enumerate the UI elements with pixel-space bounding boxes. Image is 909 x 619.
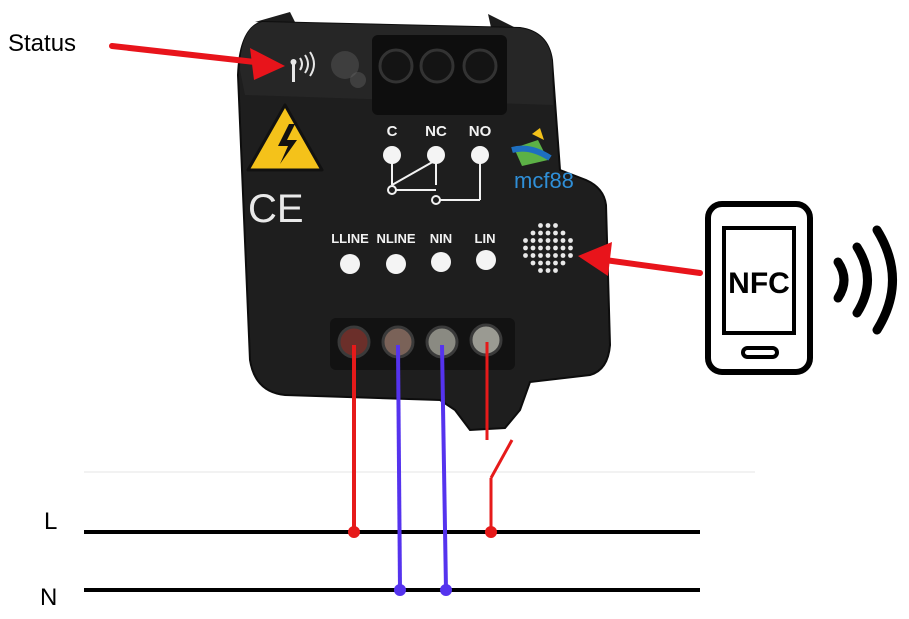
status-callout-label: Status	[8, 30, 77, 57]
junction-n-line	[394, 584, 406, 596]
nfc-antenna-dot	[523, 253, 528, 258]
nfc-antenna-dot	[538, 260, 543, 266]
nfc-antenna-dot	[545, 268, 551, 273]
external-switch-icon	[489, 439, 514, 479]
nfc-antenna-dot	[553, 260, 558, 266]
terminal-nline-label: NLINE	[377, 231, 416, 246]
terminal-nin-label: NIN	[430, 231, 452, 246]
nfc-antenna-dot	[553, 223, 558, 228]
nfc-antenna-dot	[530, 245, 536, 251]
nfc-antenna-dot	[553, 230, 558, 236]
nfc-antenna-dot	[538, 268, 543, 273]
nfc-antenna-dot	[560, 253, 566, 258]
top-screw-3	[462, 48, 498, 84]
junction-l-in	[485, 526, 497, 538]
relay-device: CE C NC NO mcf88 LLINE NLINE	[236, 12, 612, 432]
junction-l-line	[348, 526, 360, 538]
wire-n-line	[396, 344, 402, 591]
nfc-antenna-dot	[523, 245, 528, 251]
nfc-antenna-dot	[560, 260, 566, 266]
line-n-label: N	[40, 584, 58, 611]
nfc-antenna-dot	[523, 238, 528, 243]
top-screw-1	[378, 48, 414, 84]
relay-terminal-no-label: NO	[469, 123, 492, 140]
brand-logo: mcf88	[511, 128, 574, 193]
nfc-antenna-dot	[545, 253, 551, 258]
nfc-antenna-dot	[545, 245, 551, 251]
nfc-antenna-dot	[553, 238, 558, 243]
nfc-arrow	[578, 242, 703, 276]
nfc-antenna-dot	[568, 253, 573, 258]
terminal-nin-dot	[431, 252, 451, 272]
nfc-antenna-dot	[568, 245, 573, 251]
nfc-antenna-icon	[523, 223, 573, 273]
nfc-antenna-dot	[545, 260, 551, 266]
scuff-mark	[331, 51, 359, 79]
nfc-antenna-dot	[538, 238, 543, 243]
nfc-antenna-dot	[538, 253, 543, 258]
nfc-antenna-dot	[538, 223, 543, 228]
terminal-lline-dot	[340, 254, 360, 274]
nfc-antenna-dot	[560, 245, 566, 251]
terminal-lin-dot	[476, 250, 496, 270]
wire-n-in	[440, 344, 448, 591]
nfc-antenna-dot	[545, 223, 551, 228]
phone-nfc-label: NFC	[728, 267, 790, 300]
top-screw-2	[419, 48, 455, 84]
nfc-antenna-dot	[553, 253, 558, 258]
nfc-antenna-dot	[538, 245, 543, 251]
scuff-mark	[350, 72, 366, 88]
relay-terminal-nc-label: NC	[425, 123, 447, 140]
nfc-antenna-dot	[530, 260, 536, 266]
warning-high-voltage-icon	[246, 103, 324, 172]
status-led-icon	[290, 51, 315, 82]
nfc-antenna-dot	[538, 230, 543, 236]
smartphone-icon: NFC	[705, 201, 813, 375]
mount-tab-left	[255, 12, 296, 24]
nfc-antenna-dot	[560, 238, 566, 243]
nfc-antenna-dot	[568, 238, 573, 243]
terminal-lline-label: LLINE	[331, 231, 369, 246]
nfc-antenna-dot	[545, 238, 551, 243]
relay-terminal-c-dot	[383, 146, 401, 164]
relay-switch-icon	[387, 159, 481, 205]
nfc-antenna-dot	[530, 230, 536, 236]
ce-mark-icon: CE	[248, 187, 304, 231]
junction-n-in	[440, 584, 452, 596]
power-terminal-labels: LLINE NLINE NIN LIN	[331, 231, 495, 246]
relay-terminal-no-dot	[471, 146, 489, 164]
nfc-antenna-dot	[545, 230, 551, 236]
relay-terminal-c-label: C	[387, 123, 398, 140]
terminal-nline-dot	[386, 254, 406, 274]
wiring	[84, 342, 700, 596]
nfc-antenna-dot	[553, 245, 558, 251]
nfc-waves-icon	[833, 225, 897, 335]
nfc-antenna-dot	[530, 253, 536, 258]
terminal-lin-label: LIN	[475, 231, 496, 246]
nfc-antenna-dot	[560, 230, 566, 236]
status-arrow	[109, 43, 285, 80]
nfc-antenna-dot	[530, 238, 536, 243]
relay-terminal-nc-dot	[427, 146, 445, 164]
line-l-label: L	[44, 508, 58, 535]
bottom-terminal-block	[330, 318, 515, 370]
brand-logo-text: mcf88	[514, 168, 574, 193]
nfc-antenna-dot	[553, 268, 558, 273]
